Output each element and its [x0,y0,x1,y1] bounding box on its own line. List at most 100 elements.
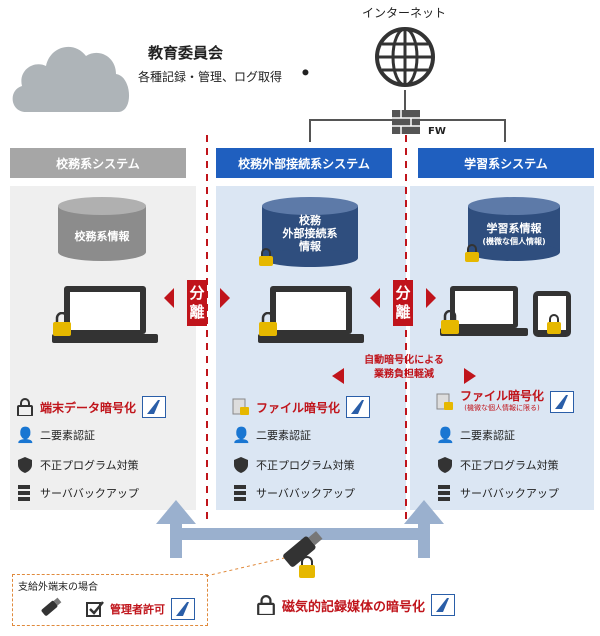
lock-outline-icon [257,595,275,615]
header-school-affairs: 校務系システム [10,148,186,178]
footprint-icon: ⚫ [300,66,311,81]
separation-label-2: 分 離 [393,280,413,326]
feature-text: 二要素認証 [460,429,515,442]
feature-text: 二要素認証 [256,429,311,442]
lock-icon [259,312,277,336]
feature-1b: 👤 二要素認証 [16,426,95,444]
note-line: 自動暗号化による [364,355,444,366]
lock-icon [259,248,273,266]
shield-icon [438,457,452,473]
feature-2d: サーババックアップ [232,484,355,502]
database-icon-3 [468,197,560,261]
shield-icon [234,457,248,473]
logo-icon [171,598,195,620]
laptop-icon-2 [258,286,364,343]
feature-note: (機微な個人情報に限る) [464,404,540,412]
feature-text: 端末データ暗号化 [40,400,137,415]
header-learning: 学習系システム [418,148,594,178]
db-label-3: 学習系情報 (機微な個人情報) [466,222,562,248]
feature-1c: 不正プログラム対策 [16,456,139,474]
feature-text: サーババックアップ [40,487,139,500]
lock-icon [299,556,315,578]
logo-icon [142,396,167,418]
byod-box [12,574,208,626]
database-icon-1 [58,197,146,261]
feature-main: ファイル暗号化 [460,389,545,403]
feature-text: 二要素認証 [40,429,95,442]
sep-char: 離 [395,303,411,321]
feature-text: 不正プログラム対策 [40,459,139,472]
sep-char: 離 [189,303,205,321]
feature-text: ファイル暗号化 (機微な個人情報に限る) [460,390,544,414]
logo-icon [431,594,456,616]
board-title: 教育委員会 [148,44,224,62]
orange-connector [206,557,285,577]
db2-line: 情報 [299,240,321,253]
separation-arrows-1 [164,288,230,308]
db-label-1: 校務系情報 [74,230,130,243]
feature-2b: 👤 二要素認証 [232,426,311,444]
logo-icon [550,391,575,413]
note-arrows [332,368,476,384]
auto-encryption-note: 自動暗号化による 業務負担軽減 [346,354,462,382]
user-icon: 👤 [436,426,455,444]
feature-text: サーババックアップ [460,487,559,500]
shield-icon [18,457,32,473]
db2-line: 外部接続系 [282,227,338,240]
internet-label: インターネット [362,6,447,20]
sep-char: 分 [189,284,205,302]
lock-icon [441,310,459,334]
separation-label-1: 分 離 [187,280,207,326]
feature-text: サーババックアップ [256,487,355,500]
media-text: 磁気的記録媒体の暗号化 [282,599,426,615]
lock-icon [547,314,561,334]
sep-char: 分 [395,284,411,302]
file-lock-icon [232,398,249,415]
note-line: 業務負担軽減 [374,369,434,380]
feature-3a: ファイル暗号化 (機微な個人情報に限る) [436,390,575,414]
permit-text: 管理者許可 [110,603,165,616]
usb-flow-arrows [156,500,444,558]
media-encryption: 磁気的記録媒体の暗号化 [256,594,456,616]
feature-3b: 👤 二要素認証 [436,426,515,444]
feature-text: 不正プログラム対策 [460,459,559,472]
laptop-icon-1 [52,286,158,343]
lock-outline-icon [17,398,33,416]
firewall-icon [392,110,420,134]
fw-label: FW [428,126,446,137]
lock-icon [465,244,479,262]
feature-2c: 不正プログラム対策 [232,456,355,474]
feature-text: ファイル暗号化 [256,400,341,415]
feature-1d: サーババックアップ [16,484,139,502]
server-icon [438,485,450,501]
user-icon: 👤 [232,426,251,444]
database-icon-2 [262,197,358,267]
feature-1a: 端末データ暗号化 [16,396,167,418]
separation-arrows-2 [370,288,436,308]
usb-small-icon [41,597,62,616]
board-subtitle: 各種記録・管理、ログ取得 [138,70,283,84]
feature-2a: ファイル暗号化 [232,396,371,418]
permit-item: 管理者許可 [86,598,195,620]
cloud-icon [12,46,130,112]
laptop-icon-3 [440,286,528,336]
user-icon: 👤 [16,426,35,444]
lock-icon [53,312,71,336]
file-lock-icon [436,393,453,410]
server-icon [18,485,30,501]
db-label-2: 校務 外部接続系 情報 [260,214,360,253]
feature-3c: 不正プログラム対策 [436,456,559,474]
feature-text: 不正プログラム対策 [256,459,355,472]
db3-line: 学習系情報 [486,222,542,235]
usb-drive-icon [283,531,323,567]
byod-title: 支給外端末の場合 [18,582,98,593]
logo-icon [346,396,371,418]
feature-3d: サーババックアップ [436,484,559,502]
globe-icon [375,27,435,87]
db2-line: 校務 [299,214,321,227]
checkbox-icon [86,601,104,617]
db3-line: (機微な個人情報) [482,237,546,246]
server-icon [234,485,246,501]
header-external: 校務外部接続系システム [216,148,392,178]
divider-lines [206,135,407,525]
